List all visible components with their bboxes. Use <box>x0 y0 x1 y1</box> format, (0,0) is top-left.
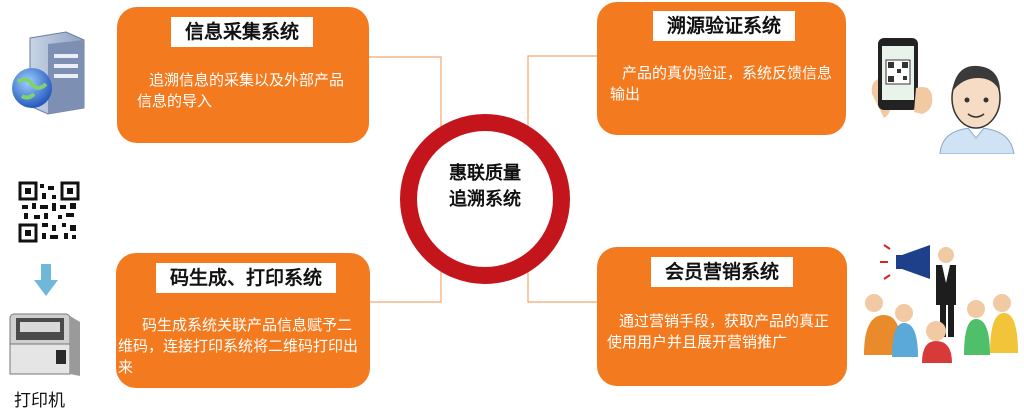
server-globe-icon <box>12 31 85 115</box>
phone-qr-icon <box>871 38 933 118</box>
card-description: 追溯信息的采集以及外部产品信息的导入 <box>137 71 345 110</box>
center-title-line1: 惠联质量 <box>449 163 521 184</box>
card-description: 码生成系统关联产品信息赋予二维码，连接打印系统将二维码打印出来 <box>118 316 359 376</box>
crowd-megaphone-icon <box>864 244 1018 363</box>
printer-label: 打印机 <box>14 391 65 411</box>
card-member-marketing: 会员营销系统 通过营销手段，获取产品的真正使用用户并且展开营销推广 <box>597 247 847 386</box>
down-arrow-icon <box>34 264 58 296</box>
connector-top-right <box>527 55 597 140</box>
person-icon <box>939 65 1015 154</box>
card-code-print: 码生成、打印系统 码生成系统关联产品信息赋予二维码，连接打印系统将二维码打印出来 <box>116 253 370 388</box>
center-title-line2: 追溯系统 <box>449 189 521 210</box>
qr-code-icon <box>18 181 80 243</box>
connector-bottom-left <box>370 258 442 303</box>
connector-bottom-right <box>527 258 597 303</box>
printer-icon <box>9 313 80 376</box>
card-title: 码生成、打印系统 <box>156 263 337 293</box>
card-info-collection: 信息采集系统 追溯信息的采集以及外部产品信息的导入 <box>117 7 369 143</box>
card-description: 通过营销手段，获取产品的真正使用用户并且展开营销推广 <box>607 312 830 351</box>
connector-top-left <box>369 56 442 140</box>
card-title: 溯源验证系统 <box>653 11 796 41</box>
card-description: 产品的真伪验证，系统反馈信息输出 <box>610 64 833 103</box>
center-title: 惠联质量 追溯系统 <box>400 161 570 213</box>
card-title: 信息采集系统 <box>171 17 314 47</box>
card-source-verification: 溯源验证系统 产品的真伪验证，系统反馈信息输出 <box>597 2 846 135</box>
card-title: 会员营销系统 <box>651 257 794 287</box>
